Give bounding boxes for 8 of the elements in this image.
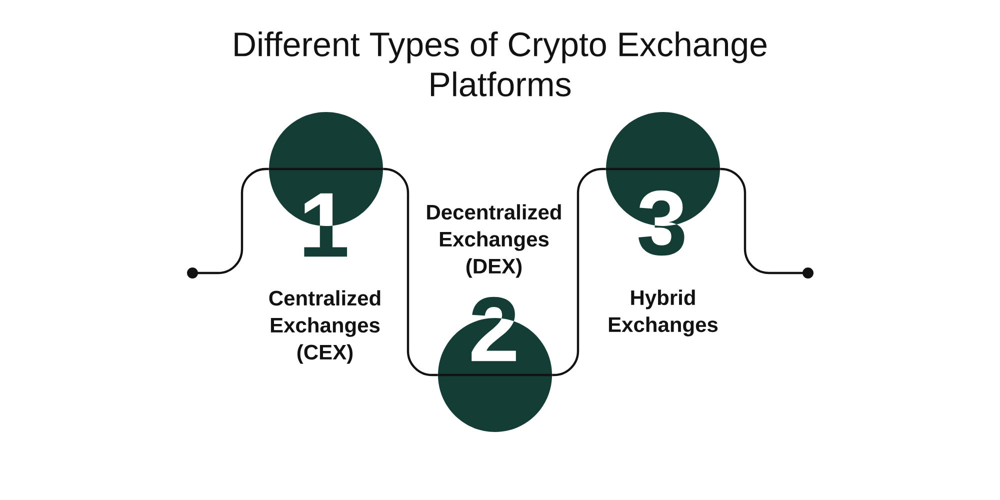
step-label: Hybrid Exchanges bbox=[608, 290, 718, 336]
connector-line bbox=[552, 168, 606, 376]
step-label: Decentralized Exchanges (DEX) bbox=[427, 204, 561, 278]
connector-line bbox=[187, 168, 269, 278]
step-label: Centralized Exchanges (CEX) bbox=[269, 290, 380, 364]
connector-line bbox=[720, 168, 814, 278]
title: Different Types of Crypto Exchange Platforms bbox=[234, 32, 766, 96]
connector-line bbox=[382, 168, 438, 376]
